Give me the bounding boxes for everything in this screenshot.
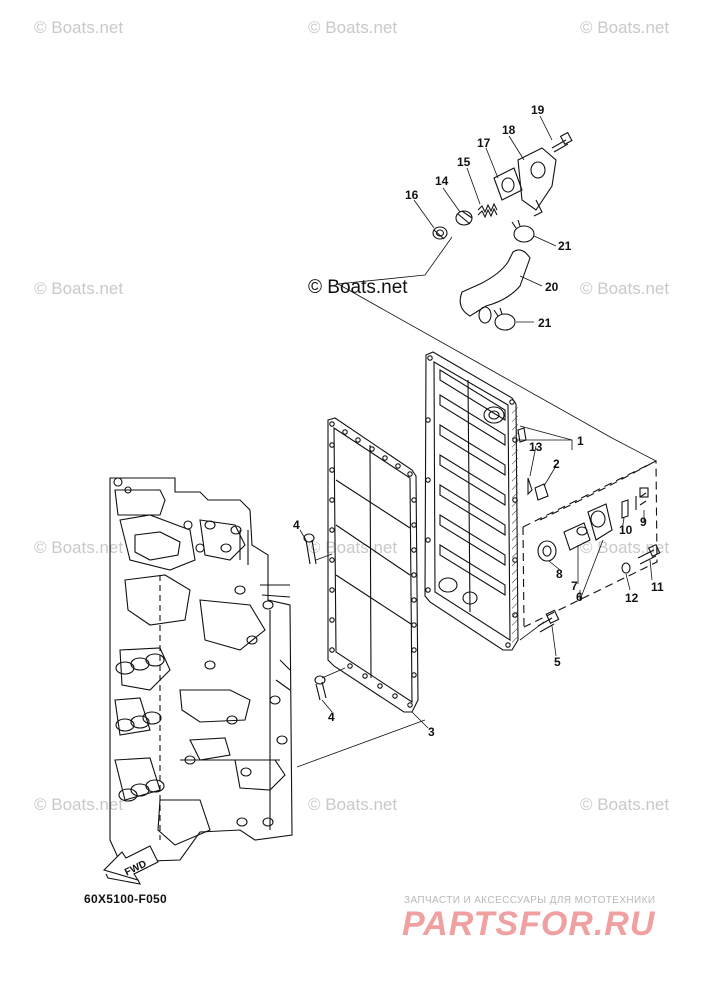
callout-15: 15 — [457, 155, 471, 169]
fwd-arrow-icon — [102, 845, 159, 885]
callout-13: 13 — [529, 440, 543, 454]
callout-12: 12 — [625, 591, 639, 605]
cover-plate-1 — [424, 351, 527, 651]
watermark: © Boats.net — [308, 538, 398, 557]
callout-8: 8 — [556, 567, 563, 581]
callout-16: 16 — [405, 188, 419, 202]
watermark: © Boats.net — [34, 538, 124, 557]
callout-11: 11 — [651, 580, 664, 594]
diagram-code: 60X5100-F050 — [84, 892, 167, 906]
watermark: © Boats.net — [308, 18, 398, 37]
callout-3: 3 — [428, 725, 435, 739]
callout-14: 14 — [435, 174, 449, 188]
callout-4-lower: 4 — [328, 710, 335, 724]
callout-5: 5 — [554, 655, 561, 669]
ad-tagline: ЗАПЧАСТИ И АКСЕССУАРЫ ДЛЯ МОТОТЕХНИКИ — [404, 895, 656, 906]
callout-19: 19 — [531, 103, 545, 117]
gasket-3 — [327, 417, 419, 713]
callout-18: 18 — [502, 123, 516, 137]
callout-6: 6 — [576, 590, 583, 604]
callout-9: 9 — [640, 515, 647, 529]
watermark: © Boats.net — [308, 795, 398, 814]
callout-17: 17 — [477, 136, 491, 150]
callout-10: 10 — [619, 523, 633, 537]
watermark: © Boats.net — [34, 18, 124, 37]
center-watermark: © Boats.net — [308, 277, 408, 298]
callout-4-upper: 4 — [293, 518, 300, 532]
assembly-box — [522, 460, 658, 628]
watermark: © Boats.net — [580, 795, 670, 814]
callout-2: 2 — [553, 457, 560, 471]
watermark: © Boats.net — [34, 795, 124, 814]
callout-7: 7 — [571, 579, 578, 593]
watermark: © Boats.net — [34, 279, 124, 298]
ad-logo: PARTSFOR.RU — [402, 905, 656, 943]
callout-21-lower: 21 — [538, 316, 552, 330]
callout-20: 20 — [545, 280, 559, 294]
callout-1: 1 — [577, 434, 584, 448]
thermostat-parts — [432, 131, 573, 331]
anode-group — [303, 477, 661, 701]
callout-21-upper: 21 — [558, 239, 572, 253]
engine-block — [109, 477, 293, 863]
watermark: © Boats.net — [580, 279, 670, 298]
watermark: © Boats.net — [580, 18, 670, 37]
